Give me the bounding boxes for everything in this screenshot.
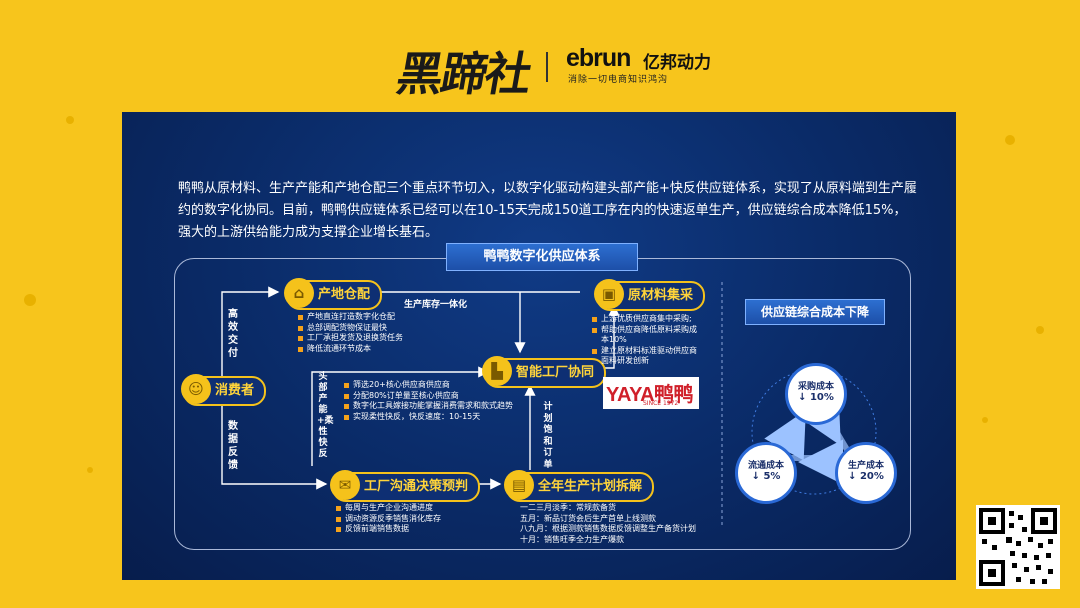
yaya-since: SINCE 1972 (643, 400, 679, 407)
cost-purchase-value: ↓ 10% (798, 392, 834, 403)
raw-material-bullets: 上游优质供应商集中采购; 帮助供应商降低原料采购成本10% 建立原材料标准驱动供… (592, 314, 704, 367)
line-consumer-to-decision (221, 400, 328, 490)
warehouse-bullets: 产地直连打造数字化仓配 总部调配货物保证最快 工厂承担发货及退换货任务 降低流通… (298, 312, 448, 354)
raw-material-icon: ▣ (594, 279, 624, 309)
node-consumer-label: 消费者 (215, 383, 255, 398)
plan-icon: ▤ (504, 470, 534, 500)
arrow-circulation-to-purchase (764, 410, 806, 461)
intro-paragraph: 鸭鸭从原材料、生产产能和产地仓配三个重点环节切入，以数字化驱动构建头部产能+快反… (178, 181, 917, 240)
label-head-capacity: 头部产能+柔性快反 (317, 372, 334, 459)
node-warehouse: ⌂ 产地仓配 (284, 278, 383, 310)
cost-circulation-value: ↓ 5% (751, 471, 781, 482)
list-item: 数字化工具嫁接功能掌握消费需求和款式趋势 (344, 401, 524, 412)
node-plan-label: 全年生产计划拆解 (538, 479, 643, 494)
decision-bullets: 每周与生产企业沟通进度 调动资源反季销售消化库存 反馈前端销售数据 (336, 503, 486, 535)
node-factory: ▙ 智能工厂协同 (482, 356, 607, 388)
list-item: 帮助供应商降低原料采购成本10% (592, 325, 704, 346)
content-panel (122, 112, 956, 580)
ebrun-logo-cn: 亿邦动力 (643, 53, 711, 73)
consumer-icon: ☺ (181, 374, 211, 404)
list-item: 建立原材料标准驱动供应商面料研发创新 (592, 346, 704, 367)
label-inventory-integration: 生产库存一体化 (404, 300, 468, 310)
cost-purchase-label: 采购成本 (797, 382, 834, 392)
node-raw-material-label: 原材料集采 (628, 288, 694, 303)
line-head-capacity (311, 366, 490, 466)
list-item: 五月：新品订货会后生产首单上线测款 (520, 513, 656, 523)
list-item: 筛选20+核心供应商供应商 (344, 380, 524, 391)
qr-code-icon (979, 508, 1057, 586)
cost-title: 供应链综合成本下降 (745, 299, 885, 325)
factory-icon: ▙ (482, 356, 512, 386)
node-factory-label: 智能工厂协同 (516, 365, 595, 380)
list-item: 每周与生产企业沟通进度 (336, 503, 486, 514)
cost-circle-purchase: 采购成本 ↓ 10% (785, 363, 847, 425)
list-item: 降低流通环节成本 (298, 344, 448, 355)
list-item: 分配80%订单量至核心供应商 (344, 391, 524, 402)
warehouse-icon: ⌂ (284, 278, 314, 308)
cost-circle-production: 生产成本 ↓ 20% (835, 442, 897, 504)
node-consumer: ☺ 消费者 (181, 374, 267, 406)
label-plan-full-orders: 计划饱和订单 (543, 402, 553, 470)
list-item: 调动资源反季销售消化库存 (336, 514, 486, 525)
label-high-efficiency: 高效交付 (228, 309, 238, 359)
ebrun-tagline: 消除一切电商知识鸿沟 (568, 75, 669, 85)
cost-circulation-label: 流通成本 (747, 461, 784, 471)
list-item: 产地直连打造数字化仓配 (298, 312, 448, 323)
list-item: 八九月：根据测款销售数据反馈调整生产备货计划 (520, 524, 696, 533)
header: 黑蹄社 ebrun 亿邦动力 消除一切电商知识鸿沟 (0, 30, 1080, 101)
node-raw-material: ▣ 原材料集采 (594, 279, 706, 311)
factory-bullets: 筛选20+核心供应商供应商 分配80%订单量至核心供应商 数字化工具嫁接功能掌握… (344, 380, 524, 422)
node-decision-label: 工厂沟通决策预判 (364, 479, 469, 494)
node-warehouse-label: 产地仓配 (318, 287, 371, 302)
list-item: 工厂承担发货及退换货任务 (298, 333, 448, 344)
line-consumer-to-warehouse (221, 286, 280, 378)
list-item: 上游优质供应商集中采购; (592, 314, 704, 325)
node-plan: ▤ 全年生产计划拆解 (504, 470, 655, 502)
list-item: 总部调配货物保证最快 (298, 323, 448, 334)
cost-production-label: 生产成本 (847, 461, 884, 471)
label-data-feedback: 数据反馈 (228, 421, 238, 471)
list-item: 实现柔性快反，快反速度：10-15天 (344, 412, 524, 423)
list-item: 一二三月淡季：常规款备货 (520, 503, 616, 512)
yaya-logo: YAYA鸭鸭 SINCE 1972 (603, 377, 699, 409)
logo-divider (546, 52, 548, 82)
ebrun-logo: ebrun (566, 44, 631, 72)
cost-production-value: ↓ 20% (848, 471, 884, 482)
yaya-logo-text: YAYA鸭鸭 (606, 384, 694, 406)
cost-circle-circulation: 流通成本 ↓ 5% (735, 442, 797, 504)
chat-icon: ✉ (330, 470, 360, 500)
qr-code (976, 505, 1060, 589)
node-decision: ✉ 工厂沟通决策预判 (330, 470, 481, 502)
list-item: 十月：销售旺季全力生产爆款 (520, 534, 624, 544)
list-item: 反馈前端销售数据 (336, 524, 486, 535)
diagram-title: 鸭鸭数字化供应体系 (446, 243, 638, 271)
plan-lines: 一二三月淡季：常规款备货 五月：新品订货会后生产首单上线测款 八九月：根据测款销… (520, 503, 720, 545)
